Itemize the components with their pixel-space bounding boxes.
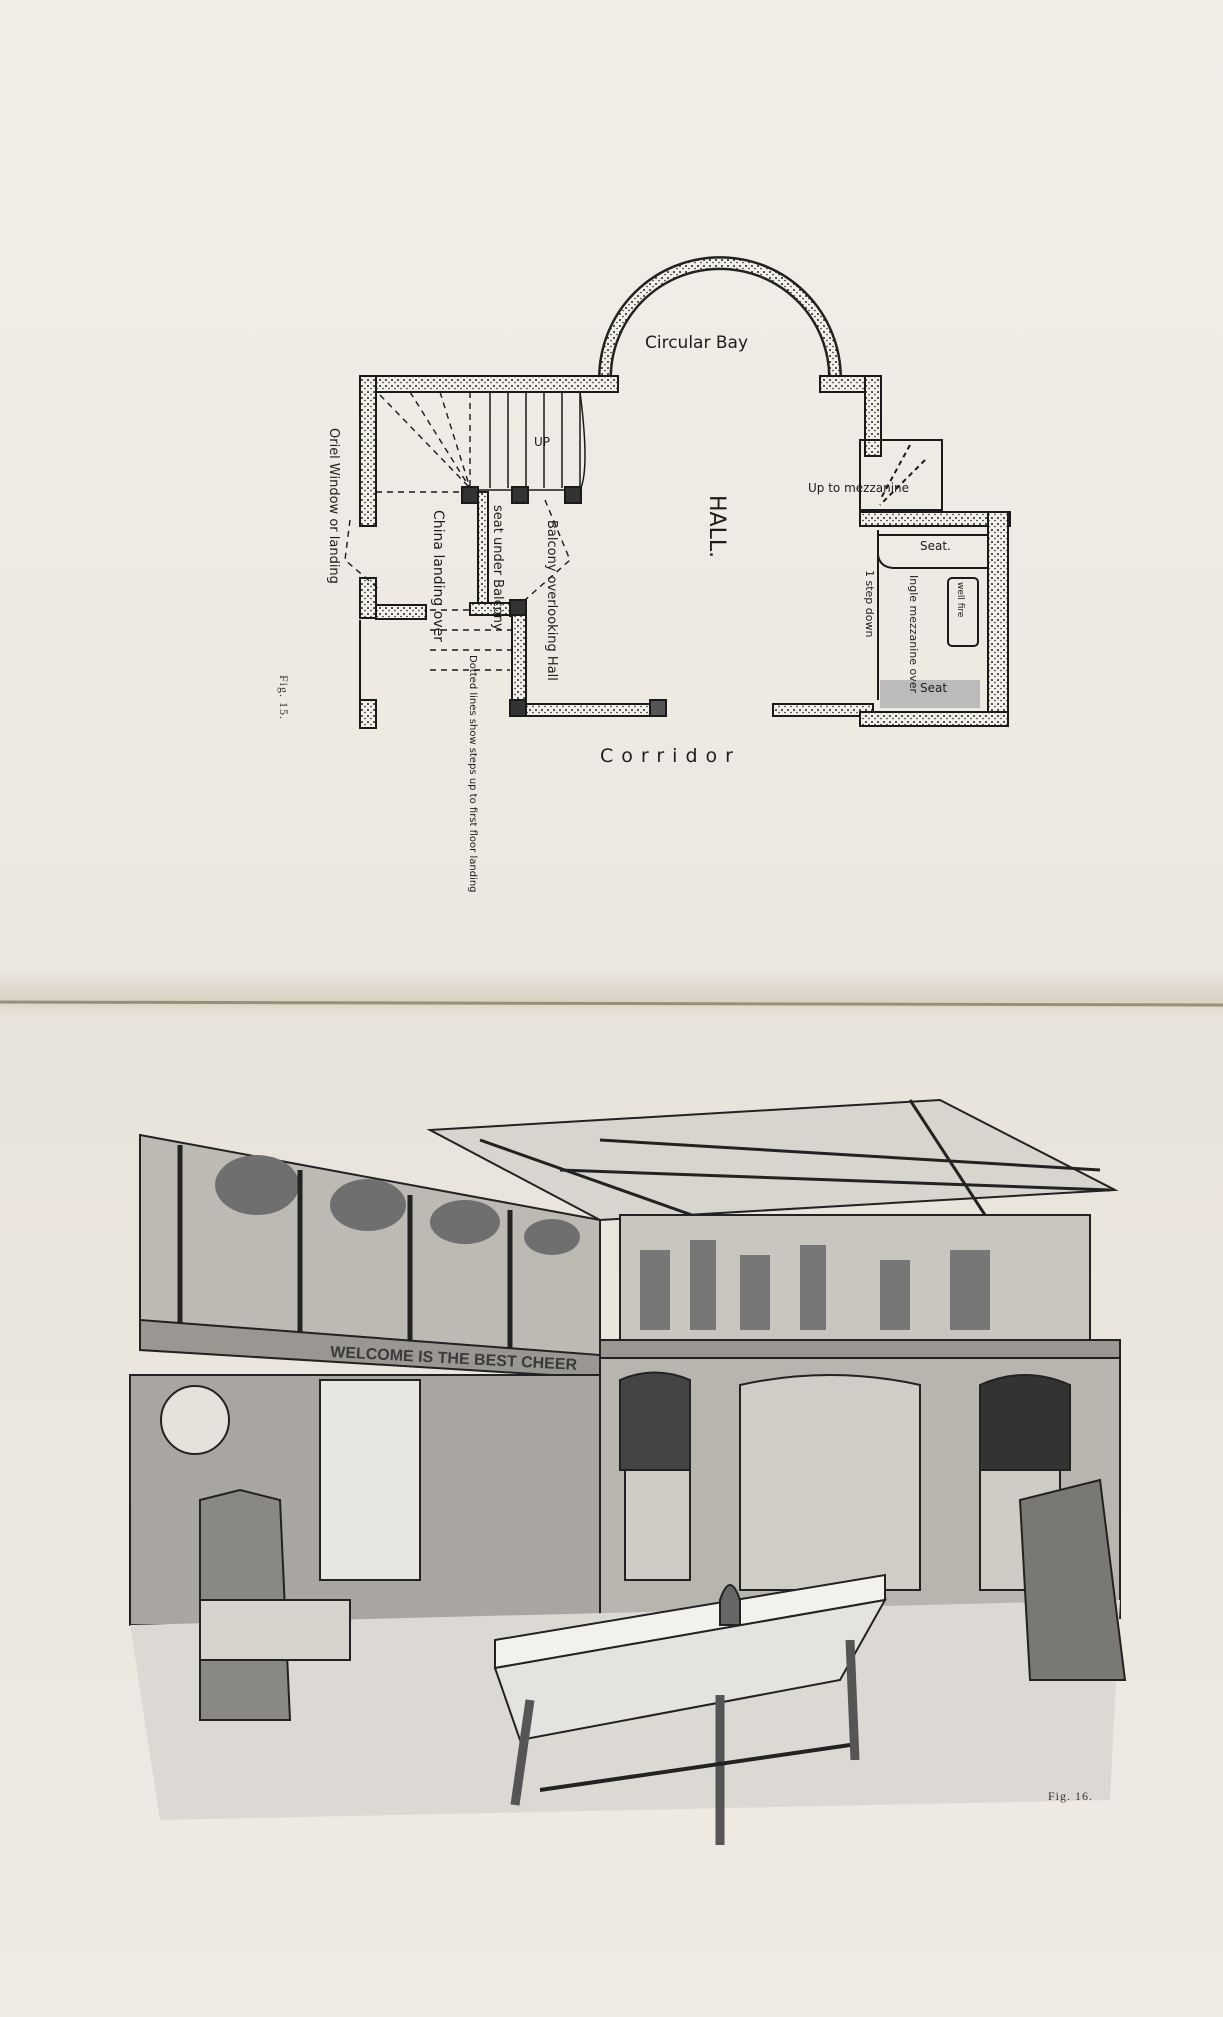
label-circular-bay: Circular Bay [645,333,748,353]
label-mezzanine: Up to mezzanine [808,481,909,495]
label-hall: HALL. [704,495,729,558]
label-seat-under-balcony: seat under Balcony [490,505,505,631]
label-oriel-window: Oriel Window or landing [326,428,341,584]
label-step-down: 1 step down [863,570,876,637]
label-dotted-lines: Dotted lines show steps up to first floo… [467,655,478,893]
figure-15-caption: Fig. 15. [277,675,291,720]
figure-16-caption: Fig. 16. [1048,1789,1093,1803]
label-china-landing: China landing over [430,510,446,642]
floor-plan [344,256,1011,729]
label-seat-top: Seat. [920,539,951,553]
label-balcony: Balcony overlooking Hall [544,520,559,681]
label-up: UP [534,435,550,449]
label-corridor: Corridor [600,745,741,767]
label-well-fire: well fire [955,582,965,618]
plan-labels: Circular Bay HALL. UP Oriel Window or la… [277,333,965,893]
hall-illustration [129,1098,1127,1845]
page-fold [0,1000,1223,1007]
label-ingle: Ingle mezzanine over [907,575,920,694]
label-seat-bottom: Seat [920,681,947,695]
